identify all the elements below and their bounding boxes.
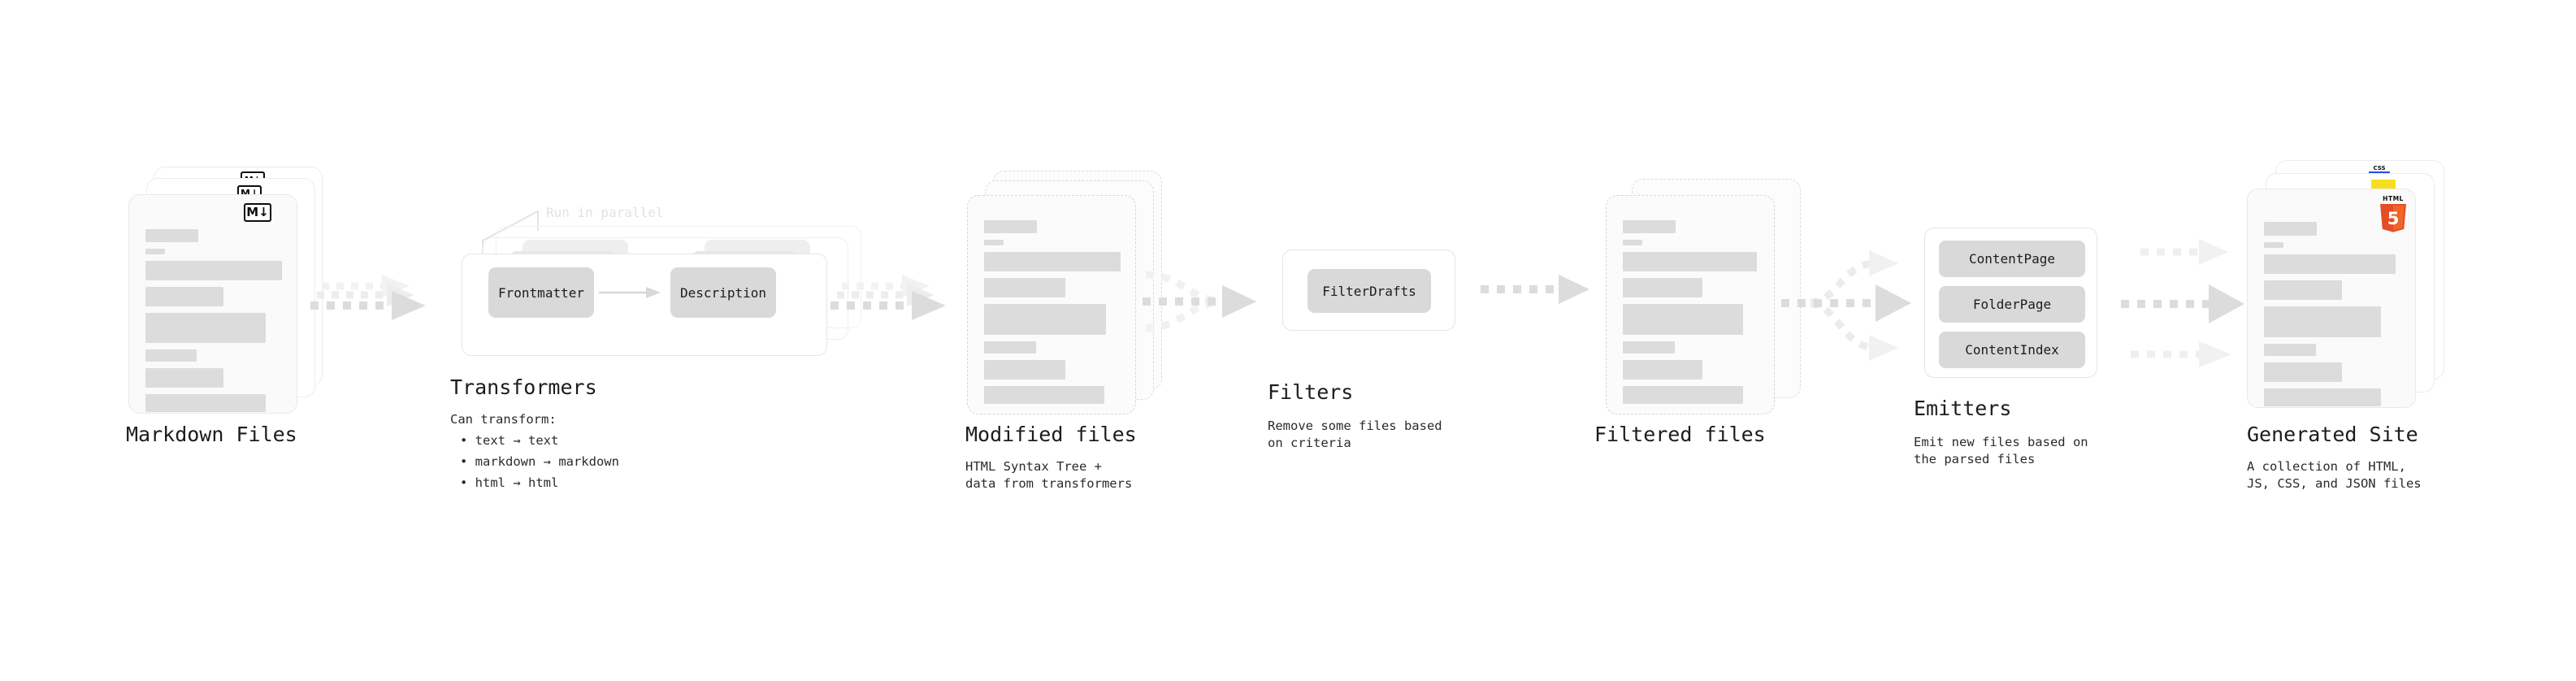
skeleton-bar <box>1623 252 1757 271</box>
svg-text:HTML: HTML <box>2383 195 2404 202</box>
emitters-box: ContentPage FolderPage ContentIndex <box>1924 228 2097 378</box>
stage-title-modified-files: Modified files <box>965 423 1137 446</box>
arrow-modified-to-filters-converging <box>1136 258 1274 356</box>
transformers-bullet-0: • text → text <box>460 433 559 448</box>
emitter-pill-contentpage[interactable]: ContentPage <box>1939 241 2085 277</box>
generated-site-subtitle: A collection of HTML, JS, CSS, and JSON … <box>2247 459 2422 491</box>
skeleton-bar <box>145 287 223 306</box>
filtered-card-front <box>1606 195 1775 414</box>
skeleton-bar <box>2264 306 2381 337</box>
skeleton-bar <box>984 220 1037 233</box>
transformer-arrow-front <box>599 287 661 298</box>
filters-subtitle: Remove some files based on criteria <box>1268 419 1442 450</box>
run-in-parallel-label: Run in parallel <box>546 205 664 220</box>
transformers-subtitle: Can transform: <box>450 412 557 427</box>
skeleton-bar <box>145 249 165 254</box>
modified-files-subtitle: HTML Syntax Tree + data from transformer… <box>965 459 1133 491</box>
filters-box: FilterDrafts <box>1282 249 1455 331</box>
stage-title-markdown-files: Markdown Files <box>126 423 297 446</box>
skeleton-bar <box>2264 388 2381 406</box>
stage-title-filtered-files: Filtered files <box>1594 423 1766 446</box>
skeleton-bar <box>984 252 1121 271</box>
modified-card-front <box>967 195 1136 414</box>
skeleton-bar <box>1623 240 1642 245</box>
markdown-badge: M↓ <box>244 203 271 222</box>
stage-title-filters: Filters <box>1268 380 1354 404</box>
skeleton-bar <box>984 304 1106 335</box>
stage-title-generated-site: Generated Site <box>2247 423 2418 446</box>
svg-text:5: 5 <box>2387 209 2400 228</box>
filter-pill-filterdrafts[interactable]: FilterDrafts <box>1308 269 1431 313</box>
skeleton-bar <box>145 368 223 388</box>
css-badge-underline <box>2369 171 2390 174</box>
stage-title-transformers: Transformers <box>450 375 597 399</box>
skeleton-bar <box>1623 304 1743 335</box>
arrow-filters-to-filtered <box>1477 275 1591 323</box>
emitters-subtitle: Emit new files based on the parsed files <box>1914 435 2088 466</box>
skeleton-bar <box>2264 280 2342 300</box>
arrow-emitters-to-site <box>2113 236 2259 374</box>
skeleton-bar <box>1623 278 1702 297</box>
markdown-card-front <box>128 194 297 414</box>
skeleton-bar <box>2264 362 2342 382</box>
skeleton-bar <box>145 349 197 362</box>
arrow-markdown-to-transformers <box>307 275 429 348</box>
skeleton-bar <box>2264 254 2396 274</box>
skeleton-bar <box>984 278 1065 297</box>
transformers-bullet-2: • html → html <box>460 475 559 490</box>
skeleton-bar <box>145 229 198 242</box>
transformers-bullet-1: • markdown → markdown <box>460 454 619 469</box>
skeleton-bar <box>2264 242 2283 248</box>
transformer-pill-description[interactable]: Description <box>670 267 776 318</box>
skeleton-bar <box>145 394 266 412</box>
skeleton-bar <box>984 360 1065 380</box>
html5-badge: HTML 5 <box>2380 195 2406 232</box>
emitter-pill-contentindex[interactable]: ContentIndex <box>1939 332 2085 368</box>
skeleton-bar <box>2264 222 2317 236</box>
skeleton-bar <box>1623 220 1676 233</box>
skeleton-bar <box>984 341 1036 354</box>
stage-title-emitters: Emitters <box>1914 397 2012 420</box>
skeleton-bar <box>984 386 1104 404</box>
skeleton-bar <box>2264 344 2316 356</box>
transformer-pill-frontmatter[interactable]: Frontmatter <box>488 267 594 318</box>
skeleton-bar <box>1623 360 1702 380</box>
skeleton-bar <box>145 261 282 280</box>
skeleton-bar <box>1623 341 1675 354</box>
css-badge-label: CSS <box>2373 165 2386 171</box>
skeleton-bar <box>1623 386 1743 404</box>
skeleton-bar <box>145 313 266 343</box>
arrow-filtered-to-emitters-diverging <box>1778 244 1924 374</box>
emitter-pill-folderpage[interactable]: FolderPage <box>1939 286 2085 323</box>
skeleton-bar <box>984 240 1004 245</box>
arrow-transformers-to-modified <box>827 275 949 348</box>
transformer-layer-front: Frontmatter Description <box>462 254 827 356</box>
